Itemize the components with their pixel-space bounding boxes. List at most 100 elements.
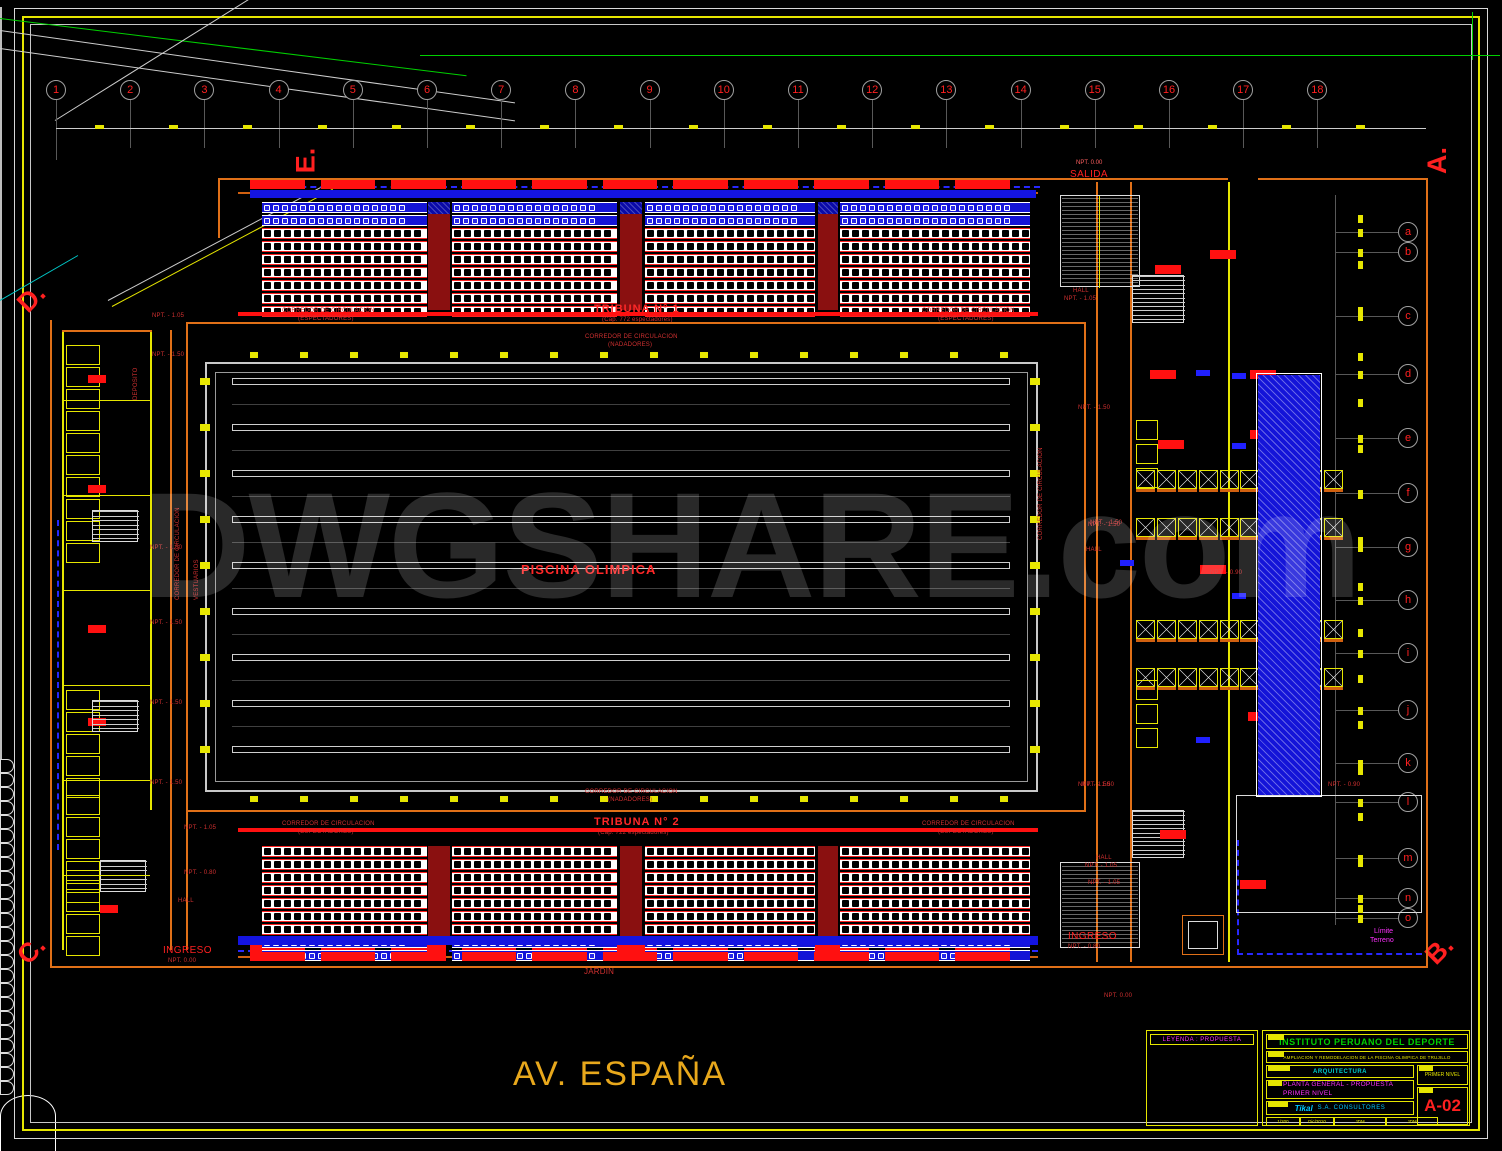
seat — [333, 848, 341, 855]
seat-row — [645, 898, 815, 909]
seat — [1021, 256, 1029, 263]
gridline-h-f — [1335, 493, 1398, 494]
axis-label-A: A. — [1422, 147, 1452, 174]
seat — [533, 256, 541, 263]
seat — [283, 269, 291, 276]
roof-beam-south-10 — [955, 952, 1010, 961]
seat — [593, 926, 601, 933]
seat — [851, 900, 859, 907]
gridline-v-11 — [798, 100, 799, 148]
locker-bench-0-0-1 — [1157, 489, 1176, 492]
seat — [931, 900, 939, 907]
seat — [293, 861, 301, 868]
seat — [686, 913, 694, 920]
locker-2-1-3 — [1199, 668, 1218, 687]
tb-tag-4 — [1268, 1101, 1288, 1107]
building-outline-right — [1426, 178, 1428, 968]
seat — [507, 217, 514, 224]
seat — [806, 295, 814, 302]
seat — [473, 926, 481, 933]
seat — [503, 243, 511, 250]
seat — [353, 217, 360, 224]
seat — [961, 230, 969, 237]
vomitory-2 — [818, 846, 838, 942]
seat — [951, 848, 959, 855]
seat — [283, 282, 291, 289]
grid-bubble-e: e — [1398, 428, 1418, 448]
seat — [463, 230, 471, 237]
seat — [941, 874, 949, 881]
seat — [786, 887, 794, 894]
seat — [941, 269, 949, 276]
seat — [756, 308, 764, 315]
seat — [931, 217, 938, 224]
seat — [333, 874, 341, 881]
seat — [283, 848, 291, 855]
seat — [666, 256, 674, 263]
seat — [796, 913, 804, 920]
seat-row — [645, 267, 815, 278]
deck-marker-w-8 — [200, 746, 210, 753]
seat — [503, 295, 511, 302]
seat — [523, 926, 531, 933]
stair-tread-0 — [101, 861, 147, 862]
seat — [283, 874, 291, 881]
locker-1-0-4 — [1324, 470, 1343, 489]
seat — [709, 204, 716, 211]
tread-1 — [1133, 815, 1185, 817]
seat — [303, 256, 311, 263]
seat — [931, 913, 939, 920]
seat — [806, 900, 814, 907]
seat — [746, 243, 754, 250]
seat — [573, 308, 581, 315]
west-partition-4 — [62, 780, 150, 781]
seat — [583, 848, 591, 855]
seat — [841, 861, 849, 868]
locker-2-1-4 — [1220, 668, 1239, 687]
seat — [981, 269, 989, 276]
seat — [480, 204, 487, 211]
locker-bench-3-0-4 — [1324, 639, 1343, 642]
deck-marker-n-0 — [250, 352, 258, 358]
seat — [745, 204, 752, 211]
seat — [746, 887, 754, 894]
seat — [1021, 243, 1029, 250]
seat — [363, 282, 371, 289]
seat — [363, 308, 371, 315]
seat — [1021, 848, 1029, 855]
stair-tread-2 — [93, 520, 139, 521]
tb-firm-cell: Tikal S.A. CONSULTORES — [1266, 1101, 1414, 1115]
deck-corridor-top — [186, 322, 1086, 324]
seat — [841, 308, 849, 315]
seat-row — [645, 885, 815, 896]
grid-bubble-n: n — [1398, 888, 1418, 908]
seat — [293, 913, 301, 920]
south-red-band — [238, 828, 1038, 832]
tread-6 — [1133, 836, 1185, 838]
seat — [871, 230, 879, 237]
seat — [961, 861, 969, 868]
deck-marker-n-13 — [900, 352, 908, 358]
seat-row — [262, 898, 427, 909]
seat — [513, 282, 521, 289]
seat-row — [452, 215, 617, 226]
seat — [861, 926, 869, 933]
grid-bubble-7: 7 — [491, 80, 512, 100]
roof-beam-south-7 — [743, 952, 799, 961]
building-outline-left — [50, 320, 52, 968]
pool-lane-line-5 — [232, 588, 1010, 589]
seat — [981, 900, 989, 907]
seat — [901, 926, 909, 933]
seat — [851, 269, 859, 276]
seat — [543, 926, 551, 933]
east-small-room — [1182, 915, 1224, 955]
tread-2 — [1133, 284, 1185, 286]
seat — [273, 243, 281, 250]
building-outline-top — [218, 178, 1228, 180]
seat — [904, 217, 911, 224]
seat-row — [645, 241, 815, 252]
seat — [726, 282, 734, 289]
seat — [656, 308, 664, 315]
seat — [991, 282, 999, 289]
